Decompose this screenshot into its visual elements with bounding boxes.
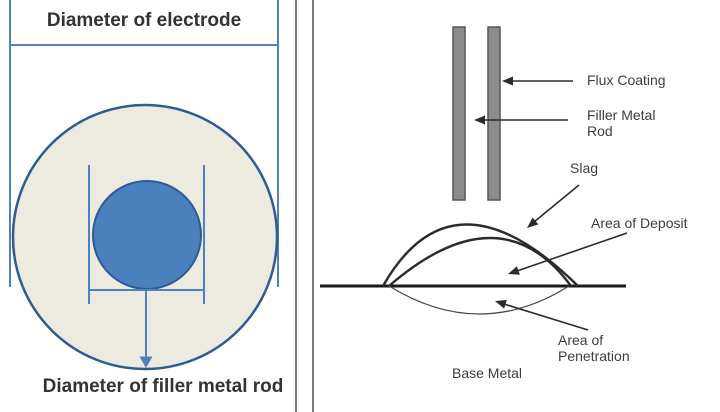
deposit-arc [388, 236, 572, 287]
down-left-arrow-icon [508, 266, 520, 275]
filler-rod-circle [92, 180, 202, 290]
slag-arrow-line [533, 184, 580, 223]
area-of-penetration-label: Area of Penetration [558, 332, 630, 364]
left-arrow-icon [474, 115, 485, 125]
flux-coating-label: Flux Coating [587, 72, 666, 88]
electrode-cross-section-diagram [9, 0, 279, 371]
flux-coating-bar-right [487, 26, 501, 201]
area-of-deposit-label: Area of Deposit [591, 215, 688, 231]
weld-bead-diagram [320, 26, 628, 331]
base-metal-label: Base Metal [452, 365, 523, 381]
left-arrow-icon [502, 76, 513, 86]
down-left-arrow-icon [527, 217, 539, 228]
slag-label: Slag [570, 160, 599, 176]
slag-layer-arc [381, 223, 579, 287]
deposit-arrow-line [516, 232, 628, 272]
panel-divider [295, 0, 314, 412]
penetration-arrow-line [503, 303, 589, 331]
electrode-diameter-label: Diameter of electrode [46, 10, 242, 31]
filler-metal-rod-label: Filler Metal Rod [587, 107, 656, 139]
filler-rod-diameter-label: Diameter of filler metal rod [42, 376, 284, 397]
flux-coating-bar-left [452, 26, 466, 201]
up-left-arrow-icon [495, 300, 507, 309]
penetration-arc [388, 285, 570, 315]
down-arrow-icon [139, 356, 153, 368]
